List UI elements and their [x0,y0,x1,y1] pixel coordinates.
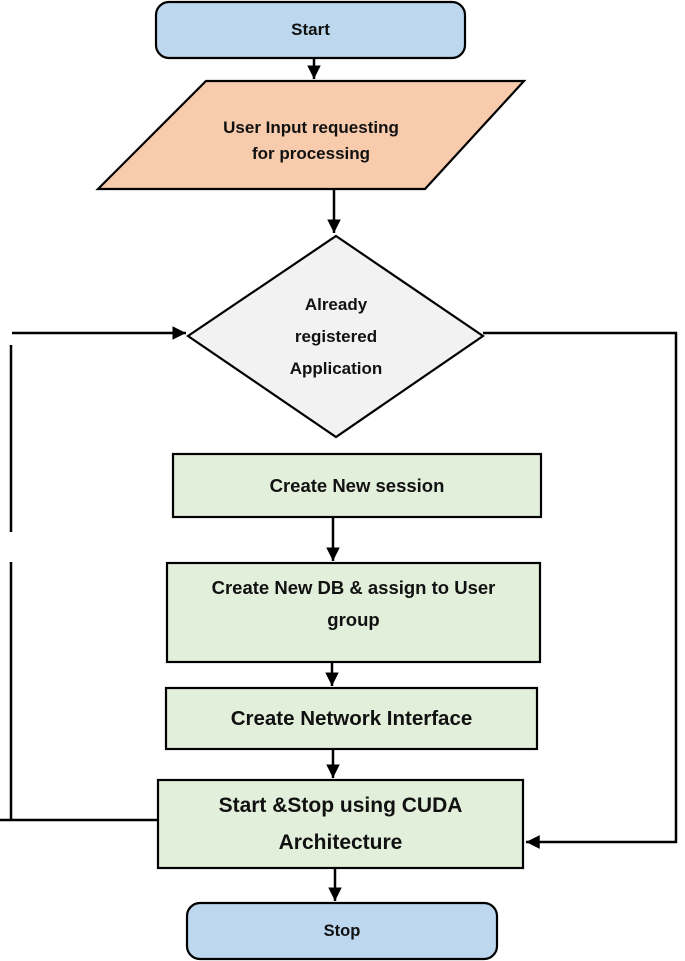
decision-node-label: Already registered Application [236,289,436,385]
user-input-node-label: User Input requesting for processing [161,115,461,167]
create-session-node-shape [171,452,543,519]
stop-node-label: Stop [323,922,361,940]
decision-node-shape [186,234,485,439]
start-stop-node-shape [156,778,525,870]
user-input-label-line2: for processing [251,144,371,163]
create-network-node-label: Create Network Interface [230,707,473,730]
start-node-label: Start [291,20,330,39]
decision-label-line3: Application [289,359,383,378]
decision-label-line2: registered [294,327,378,346]
stop-node-shape [185,901,499,961]
start-node-shape [154,0,467,60]
user-input-label-line1: User Input requesting [223,118,399,137]
connector-decision-right-to-startstop [483,331,678,849]
start-stop-node-label: Start &Stop using CUDA Architecture [158,787,523,861]
start-stop-label-line1: Start &Stop using CUDA [218,794,463,817]
start-stop-label-line2: Architecture [278,831,403,854]
create-network-node-shape [164,686,539,751]
create-db-node-label: Create New DB & assign to User group [167,572,540,636]
create-db-node-shape [165,561,542,664]
create-session-node-label: Create New session [269,475,445,496]
create-db-label-line2: group [327,609,380,630]
create-db-label-line1: Create New DB & assign to User [211,577,496,598]
decision-label-line1: Already [304,295,368,314]
user-input-node-shape [95,79,527,191]
